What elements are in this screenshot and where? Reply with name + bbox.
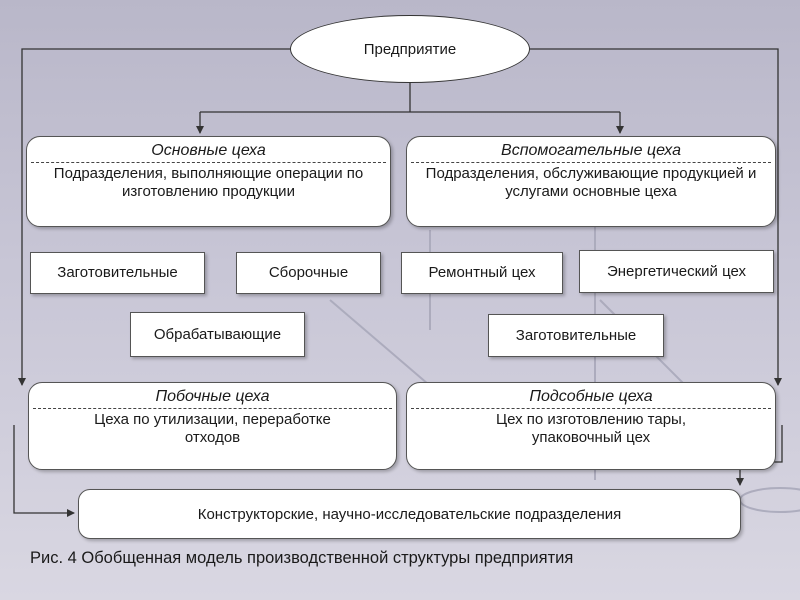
aux-workshops-desc: Подразделения, обслуживающие продукцией … <box>425 165 757 200</box>
aux-unit-repair: Ремонтный цех <box>401 252 563 294</box>
aux-workshops-title: Вспомогательные цеха <box>411 137 771 163</box>
root-label: Предприятие <box>363 40 457 58</box>
main-workshops-title: Основные цеха <box>31 137 386 163</box>
root-node: Предприятие <box>290 15 530 83</box>
side-workshops-title: Побочные цеха <box>33 383 392 409</box>
aux-unit-repair-label: Ремонтный цех <box>428 264 536 281</box>
figure-caption: Рис. 4 Обобщенная модель производственно… <box>30 549 574 567</box>
aux-unit-procurement-label: Заготовительные <box>515 326 637 344</box>
subsidiary-workshops-desc: Цех по изготовлению тары, упаковочный це… <box>496 411 686 446</box>
aux-workshops-box: Вспомогательные цеха Подразделения, обсл… <box>406 136 776 227</box>
research-units-label: Конструкторские, научно-исследовательски… <box>197 505 622 523</box>
main-workshops-box: Основные цеха Подразделения, выполняющие… <box>26 136 391 227</box>
main-unit-procurement-label: Заготовительные <box>57 264 178 281</box>
subsidiary-workshops-title: Подсобные цеха <box>411 383 771 409</box>
main-unit-processing: Обрабатывающие <box>130 312 305 357</box>
main-unit-procurement: Заготовительные <box>30 252 205 294</box>
aux-unit-energy-label: Энергетический цех <box>606 262 747 280</box>
subsidiary-workshops-box: Подсобные цеха Цех по изготовлению тары,… <box>406 382 776 470</box>
main-workshops-desc: Подразделения, выполняющие операции по и… <box>53 165 364 200</box>
main-unit-processing-label: Обрабатывающие <box>153 325 282 343</box>
aux-unit-energy: Энергетический цех <box>579 250 774 293</box>
research-units-box: Конструкторские, научно-исследовательски… <box>78 489 741 539</box>
side-workshops-box: Побочные цеха Цеха по утилизации, перера… <box>28 382 397 470</box>
main-unit-assembly-label: Сборочные <box>268 264 349 281</box>
side-workshops-desc: Цеха по утилизации, переработке отходов <box>94 411 331 446</box>
aux-unit-procurement: Заготовительные <box>488 314 664 357</box>
main-unit-assembly: Сборочные <box>236 252 381 294</box>
